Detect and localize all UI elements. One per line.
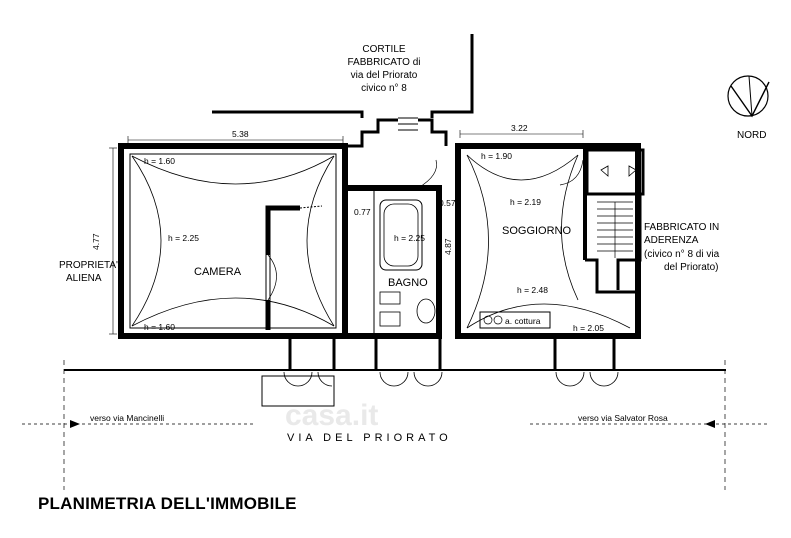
soggiorno-room xyxy=(455,143,641,339)
watermark: casa.it xyxy=(285,399,378,432)
svg-text:via del Priorato: via del Priorato xyxy=(351,70,418,81)
direction-right xyxy=(530,420,770,428)
dim-bagno-right: 0.57 xyxy=(439,198,456,208)
svg-text:FABBRICATO IN: FABBRICATO IN xyxy=(644,222,719,233)
camera-room xyxy=(118,143,348,339)
height-camera-bottom: h = 1.60 xyxy=(144,322,175,332)
direction-left xyxy=(22,420,256,428)
plan-title: PLANIMETRIA DELL'IMMOBILE xyxy=(38,494,297,513)
svg-text:civico n° 8: civico n° 8 xyxy=(361,83,407,94)
stair-structure xyxy=(585,148,645,290)
svg-text:ADERENZA: ADERENZA xyxy=(644,235,699,246)
height-soggiorno-top: h = 2.19 xyxy=(510,197,541,207)
dim-bagno-left: 0.77 xyxy=(354,207,371,217)
svg-text:del Priorato): del Priorato) xyxy=(664,262,718,273)
height-soggiorno-mid: h = 2.48 xyxy=(517,285,548,295)
north-arrow-icon xyxy=(727,75,770,118)
room-label-soggiorno: SOGGIORNO xyxy=(502,225,572,237)
height-soggiorno-bottom: h = 2.05 xyxy=(573,323,604,333)
height-camera-center: h = 2.25 xyxy=(168,233,199,243)
dim-camera-depth: 4.77 xyxy=(91,233,101,250)
corridor-walls xyxy=(345,117,448,148)
label-angolo-cottura: a. cottura xyxy=(505,316,541,326)
camera-dimensions xyxy=(109,136,344,335)
room-label-camera: CAMERA xyxy=(194,266,242,278)
room-label-bagno: BAGNO xyxy=(388,277,428,289)
svg-text:(civico n° 8 di via: (civico n° 8 di via xyxy=(644,249,720,260)
courtyard-label: CORTILE FABBRICATO di via del Priorato c… xyxy=(348,44,421,94)
height-camera-top: h = 1.60 xyxy=(144,156,175,166)
dim-camera-width: 5.38 xyxy=(232,129,249,139)
right-building-label: FABBRICATO IN ADERENZA (civico n° 8 di v… xyxy=(644,222,720,273)
dim-soggiorno-depth: 4.87 xyxy=(443,238,453,255)
front-openings xyxy=(261,336,619,407)
svg-text:FABBRICATO di: FABBRICATO di xyxy=(348,57,421,68)
svg-text:CORTILE: CORTILE xyxy=(362,44,405,55)
direction-left-label: verso via Mancinelli xyxy=(90,413,164,423)
north-label: NORD xyxy=(737,130,766,141)
direction-right-label: verso via Salvator Rosa xyxy=(578,413,668,423)
dim-soggiorno-width: 3.22 xyxy=(511,123,528,133)
bagno-room xyxy=(342,159,442,339)
left-property-label-2: ALIENA xyxy=(66,273,102,284)
street-name: VIA DEL PRIORATO xyxy=(287,432,452,444)
height-bagno: h = 2.25 xyxy=(394,233,425,243)
courtyard-walls xyxy=(212,34,474,118)
soggiorno-dimensions xyxy=(459,130,584,138)
height-soggiorno-top-left: h = 1.90 xyxy=(481,151,512,161)
left-property-label-1: PROPRIETA' xyxy=(59,260,118,271)
